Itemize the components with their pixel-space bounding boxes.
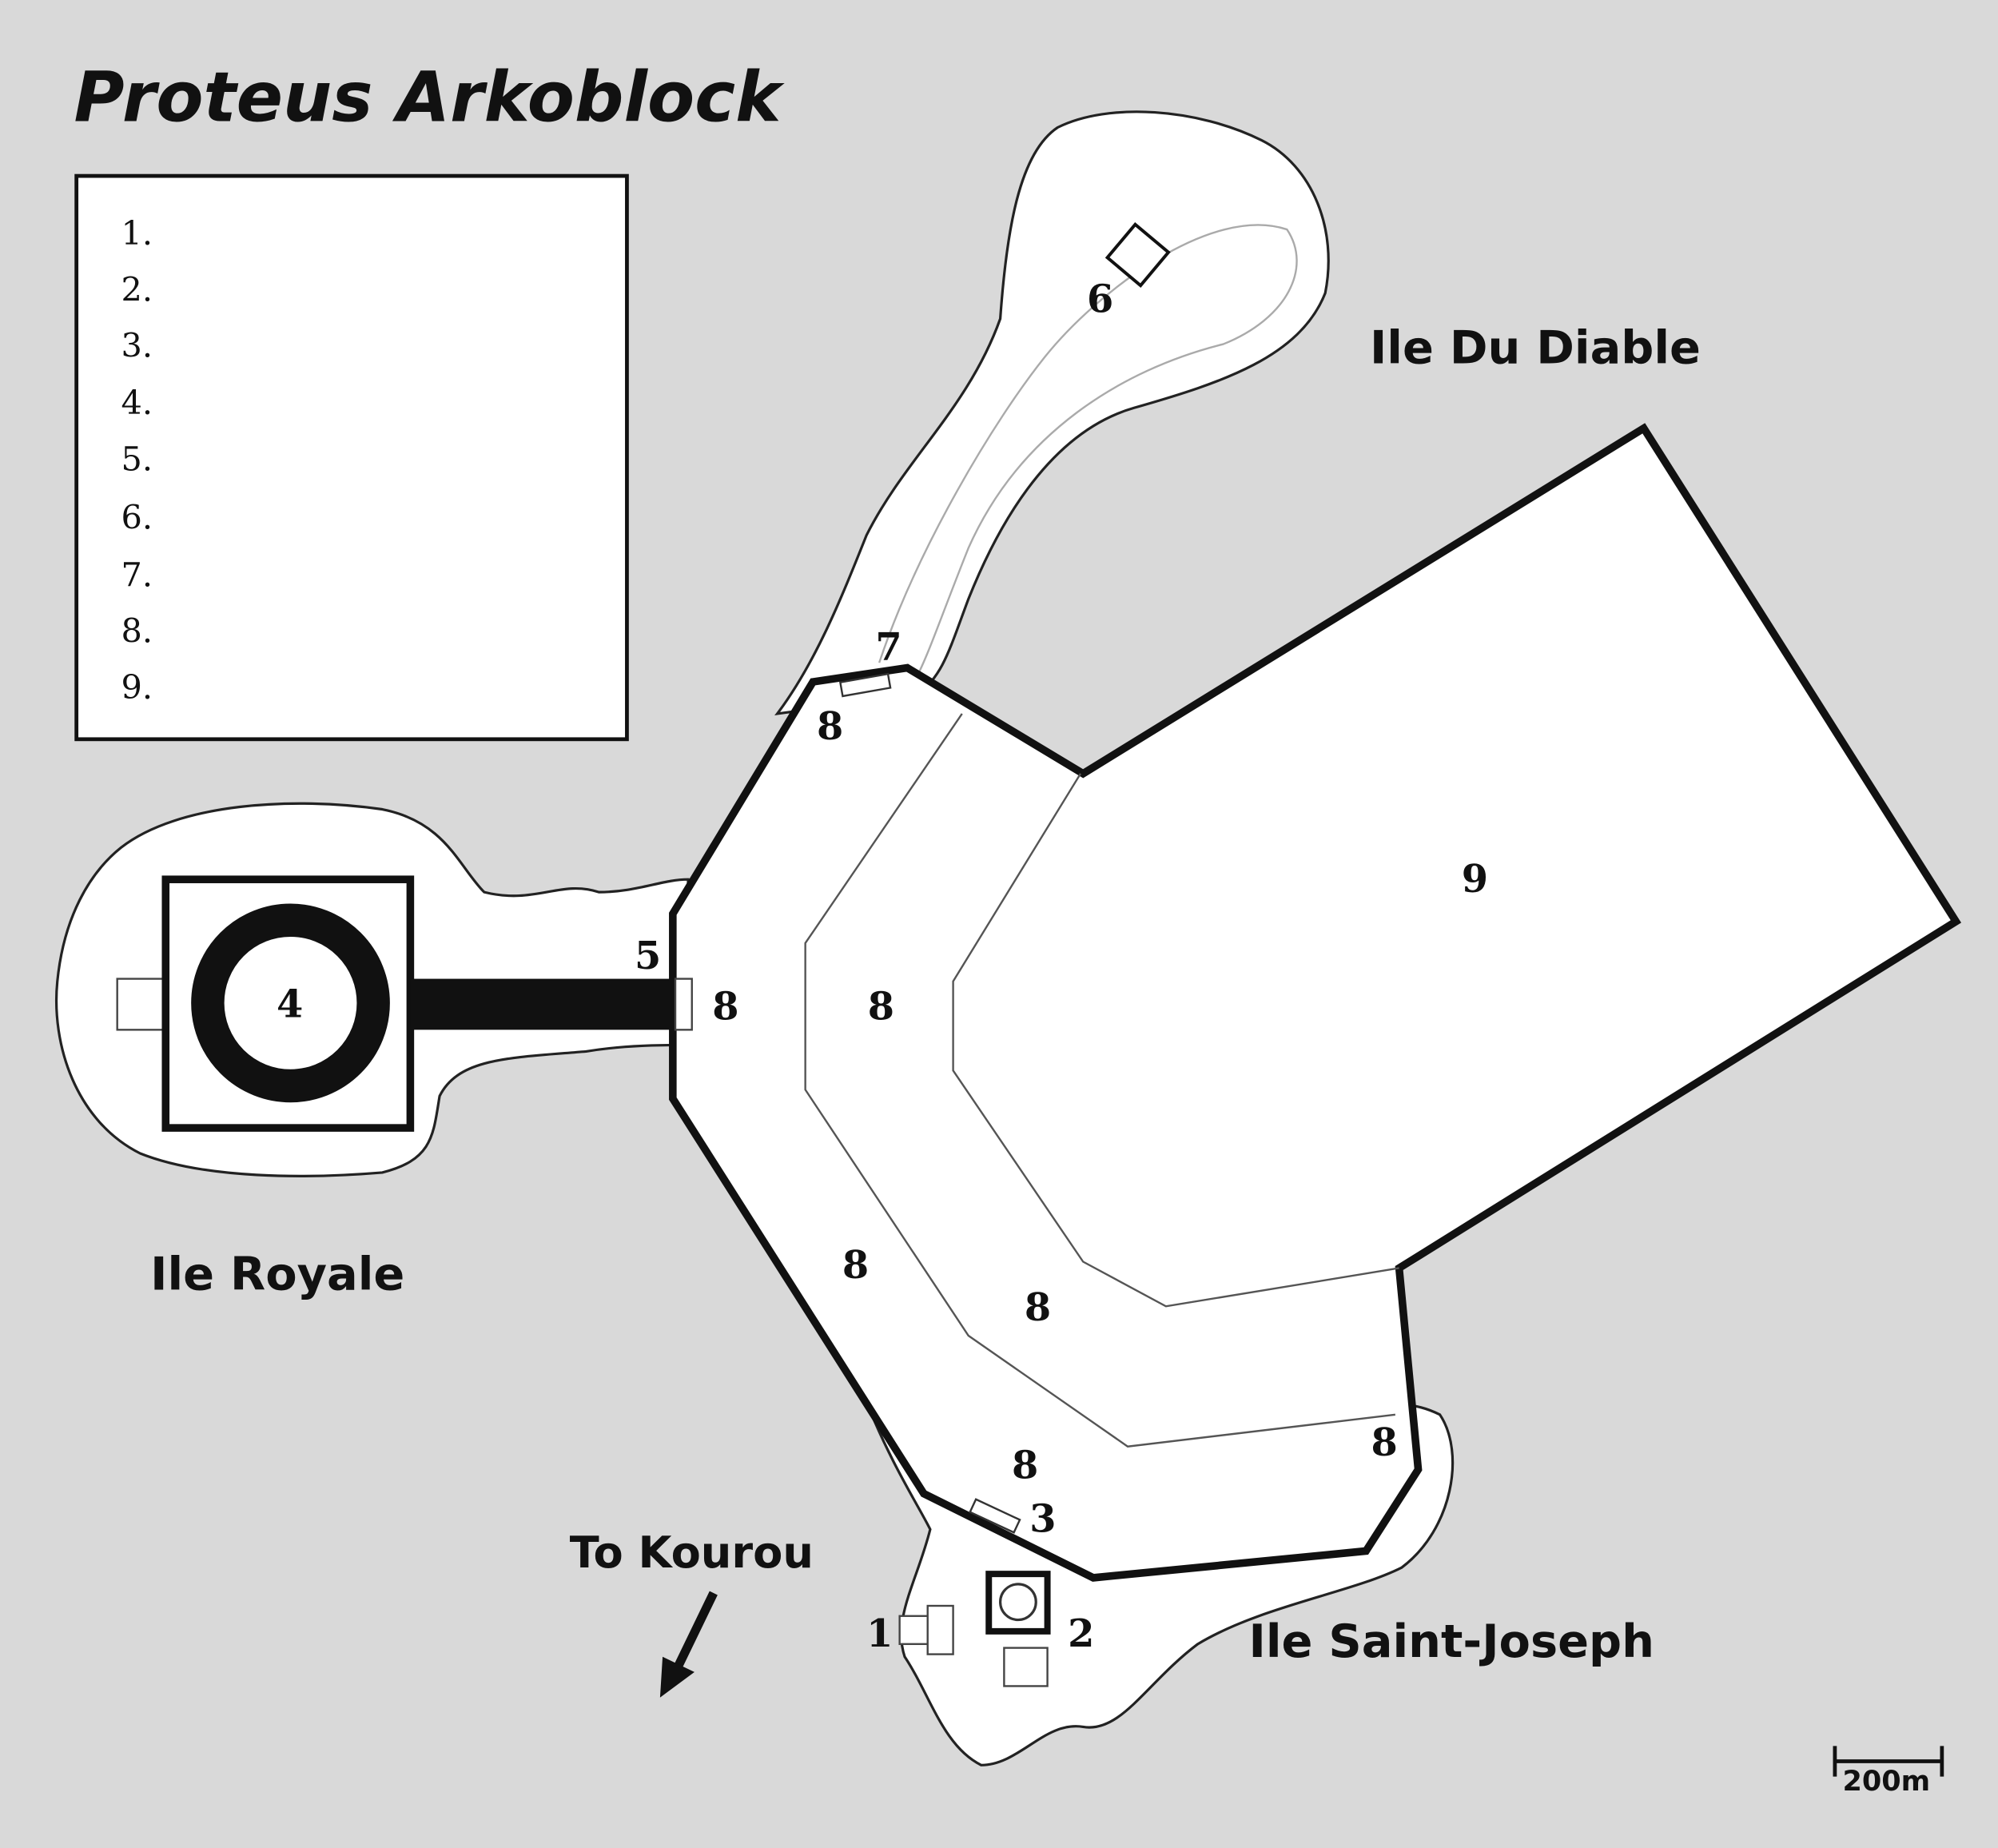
- legend-item: 9.: [121, 668, 153, 707]
- legend-box: 1. 2. 3. 4. 5. 6. 7. 8. 9.: [74, 173, 629, 742]
- legend-item: 2.: [121, 270, 153, 309]
- legend-item: 3.: [121, 326, 153, 364]
- legend-item: 4.: [121, 384, 153, 422]
- scale-label: 200m: [1842, 1765, 1930, 1798]
- sj-structure-1b: [926, 1604, 954, 1655]
- causeway: [410, 978, 676, 1030]
- legend-item: 5.: [121, 440, 153, 478]
- gate-7: [838, 672, 892, 698]
- causeway-gate: [674, 978, 693, 1031]
- contour-diable: [878, 224, 1298, 676]
- marker-9: 9: [1462, 857, 1488, 902]
- marker-4: 4: [277, 982, 303, 1026]
- marker-8: 8: [817, 704, 843, 749]
- marker-8: 8: [1025, 1285, 1051, 1330]
- diable-building: [1104, 221, 1171, 288]
- marker-8: 8: [1371, 1420, 1398, 1465]
- legend-item: 1.: [121, 214, 153, 253]
- arkoblock-outline: [669, 423, 1962, 1582]
- legend-item: 6.: [121, 499, 153, 537]
- legend-item: 8.: [121, 612, 153, 651]
- sj-building: [1003, 1647, 1049, 1687]
- scale-bar: 200m: [1833, 1746, 1944, 1798]
- marker-8: 8: [1012, 1444, 1038, 1488]
- inner-ring-outer: [804, 713, 1395, 1448]
- marker-8: 8: [868, 985, 894, 1030]
- marker-3: 3: [1029, 1497, 1056, 1542]
- legend-item: 7.: [121, 556, 153, 594]
- label-to-kourou: To Kourou: [570, 1527, 814, 1578]
- marker-5: 5: [635, 934, 661, 978]
- gate-3: [969, 1498, 1021, 1534]
- ring-structure: [191, 903, 390, 1103]
- map-title: Proteus Arkoblock: [74, 58, 785, 138]
- marker-8: 8: [842, 1243, 869, 1288]
- marker-7: 7: [875, 625, 901, 670]
- label-ile-saint-joseph: Ile Saint-Joseph: [1249, 1615, 1654, 1668]
- label-ile-royale: Ile Royale: [150, 1248, 404, 1301]
- marker-6: 6: [1087, 277, 1113, 322]
- marker-2: 2: [1068, 1611, 1094, 1656]
- royale-annex: [116, 978, 167, 1031]
- island-diable: [774, 110, 1330, 716]
- inner-ring-inner: [952, 773, 1399, 1308]
- label-ile-du-diable: Ile Du Diable: [1370, 321, 1701, 374]
- marker-8: 8: [712, 985, 738, 1030]
- sj-dome: [999, 1583, 1037, 1622]
- arrow-to-kourou-icon: [659, 1591, 718, 1698]
- marker-1: 1: [866, 1611, 893, 1656]
